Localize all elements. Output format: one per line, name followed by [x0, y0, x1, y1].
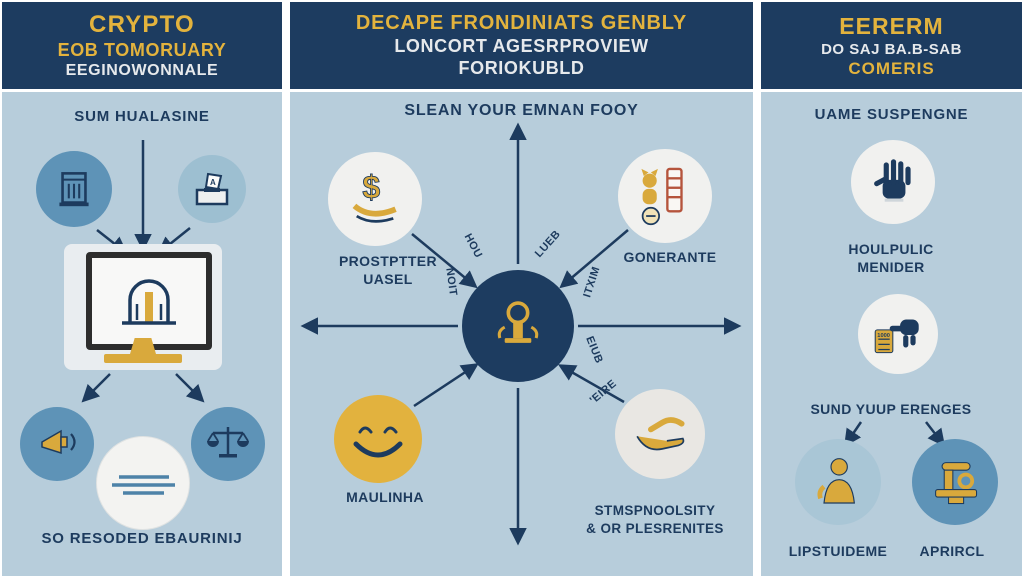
right-header-line1: EERERM: [839, 12, 944, 39]
text-lines-circle: [96, 436, 190, 530]
giving-hands-icon: [636, 417, 685, 451]
label-mid: SUND YUUP ERENGES: [810, 401, 972, 417]
label-top-left: PROSTPTTER UASEL: [338, 253, 438, 288]
label-top-right: GONERANTE: [623, 249, 717, 265]
smiley-icon: [334, 395, 422, 483]
center-header: DECAPE FRONDINIATS GENBLY LONCORT AGESRP…: [290, 2, 753, 89]
pointing-hand-circle: 1000: [858, 294, 938, 374]
center-header-line2: LONCORT AGESRPROVIEW: [394, 36, 649, 56]
person-icon: [817, 458, 855, 504]
right-header-line3: COMERIS: [848, 58, 935, 78]
left-arrows: [81, 140, 205, 403]
chart-column-circle: [618, 149, 712, 243]
equipment-icon: [935, 462, 978, 505]
ballot-box-icon: A: [195, 172, 229, 206]
right-header: EERERM DO SAJ BA.B-SAB COMERIS: [761, 2, 1022, 89]
label-bottom-left: MAULINHA: [346, 489, 424, 505]
center-title: SLEAN YOUR EMNAN FOOY: [404, 102, 639, 119]
left-panel: CRYPTO EOB TOMORUARY EEGINOWONNALE SUM H…: [2, 2, 282, 576]
label-bottom-right: STMSPNOOLSITY & OR PLESRENITES: [586, 503, 724, 536]
bank-building-circle: [36, 151, 112, 227]
svg-text:A: A: [210, 178, 216, 187]
ornament-icon: [497, 301, 539, 343]
ornament-circle: [462, 270, 574, 382]
center-panel: DECAPE FRONDINIATS GENBLY LONCORT AGESRP…: [290, 2, 753, 576]
bank-building-icon: [59, 172, 89, 207]
monitor-stand-neck: [130, 338, 156, 354]
label-glove: HOULPULIC MENIDER: [848, 241, 934, 276]
left-header: CRYPTO EOB TOMORUARY EEGINOWONNALE: [2, 2, 282, 89]
right-header-line2: DO SAJ BA.B-SAB: [821, 40, 962, 58]
right-title: UAME SUSPENGNE: [814, 106, 969, 123]
left-header-line1: CRYPTO: [89, 11, 195, 38]
pointing-hand-calculator-icon: 1000: [874, 319, 919, 354]
calculator-text: 1000: [877, 333, 890, 339]
megaphone-icon: [41, 429, 76, 455]
label-bottom-right: APRIRCL: [919, 543, 985, 559]
left-footer: SO RESODED EBAURINIJ: [41, 530, 243, 547]
scales-icon: [207, 427, 249, 458]
person-circle: [795, 439, 881, 525]
label-bottom-left: LIPSTUIDEME: [788, 543, 888, 559]
chart-column-icon: [641, 167, 683, 226]
giving-hands-circle: [615, 389, 705, 479]
center-header-line3: FORIOKUBLD: [458, 58, 585, 78]
right-panel: EERERM DO SAJ BA.B-SAB COMERIS UAME SUSP…: [761, 2, 1022, 576]
scales-circle: [191, 407, 265, 481]
money-hands-circle: $: [328, 152, 422, 246]
glove-circle: [851, 140, 935, 224]
svg-text:$: $: [362, 169, 380, 205]
monitor-screen-building-icon: [122, 279, 176, 325]
left-header-line3: EEGINOWONNALE: [65, 62, 219, 79]
megaphone-circle: [20, 407, 94, 481]
left-title: SUM HUALASINE: [74, 108, 210, 125]
center-header-line1: DECAPE FRONDINIATS GENBLY: [355, 12, 688, 34]
equipment-circle: [912, 439, 998, 525]
monitor-icon: [86, 252, 212, 350]
monitor-stand-base: [104, 354, 182, 363]
ballot-box-circle: A: [178, 155, 246, 223]
left-body: SUM HUALASINE A: [2, 92, 282, 576]
money-hands-icon: $: [352, 168, 397, 223]
center-arrows: [300, 122, 742, 546]
glove-icon: [874, 159, 911, 202]
center-body: SLEAN YOUR EMNAN FOOY $: [290, 92, 753, 576]
right-body: UAME SUSPENGNE HOULPULIC MENIDER 1000: [761, 92, 1022, 576]
left-header-line2: EOB TOMORUARY: [57, 40, 227, 60]
text-lines-icon: [112, 475, 175, 495]
smiley-circle: [333, 394, 423, 484]
